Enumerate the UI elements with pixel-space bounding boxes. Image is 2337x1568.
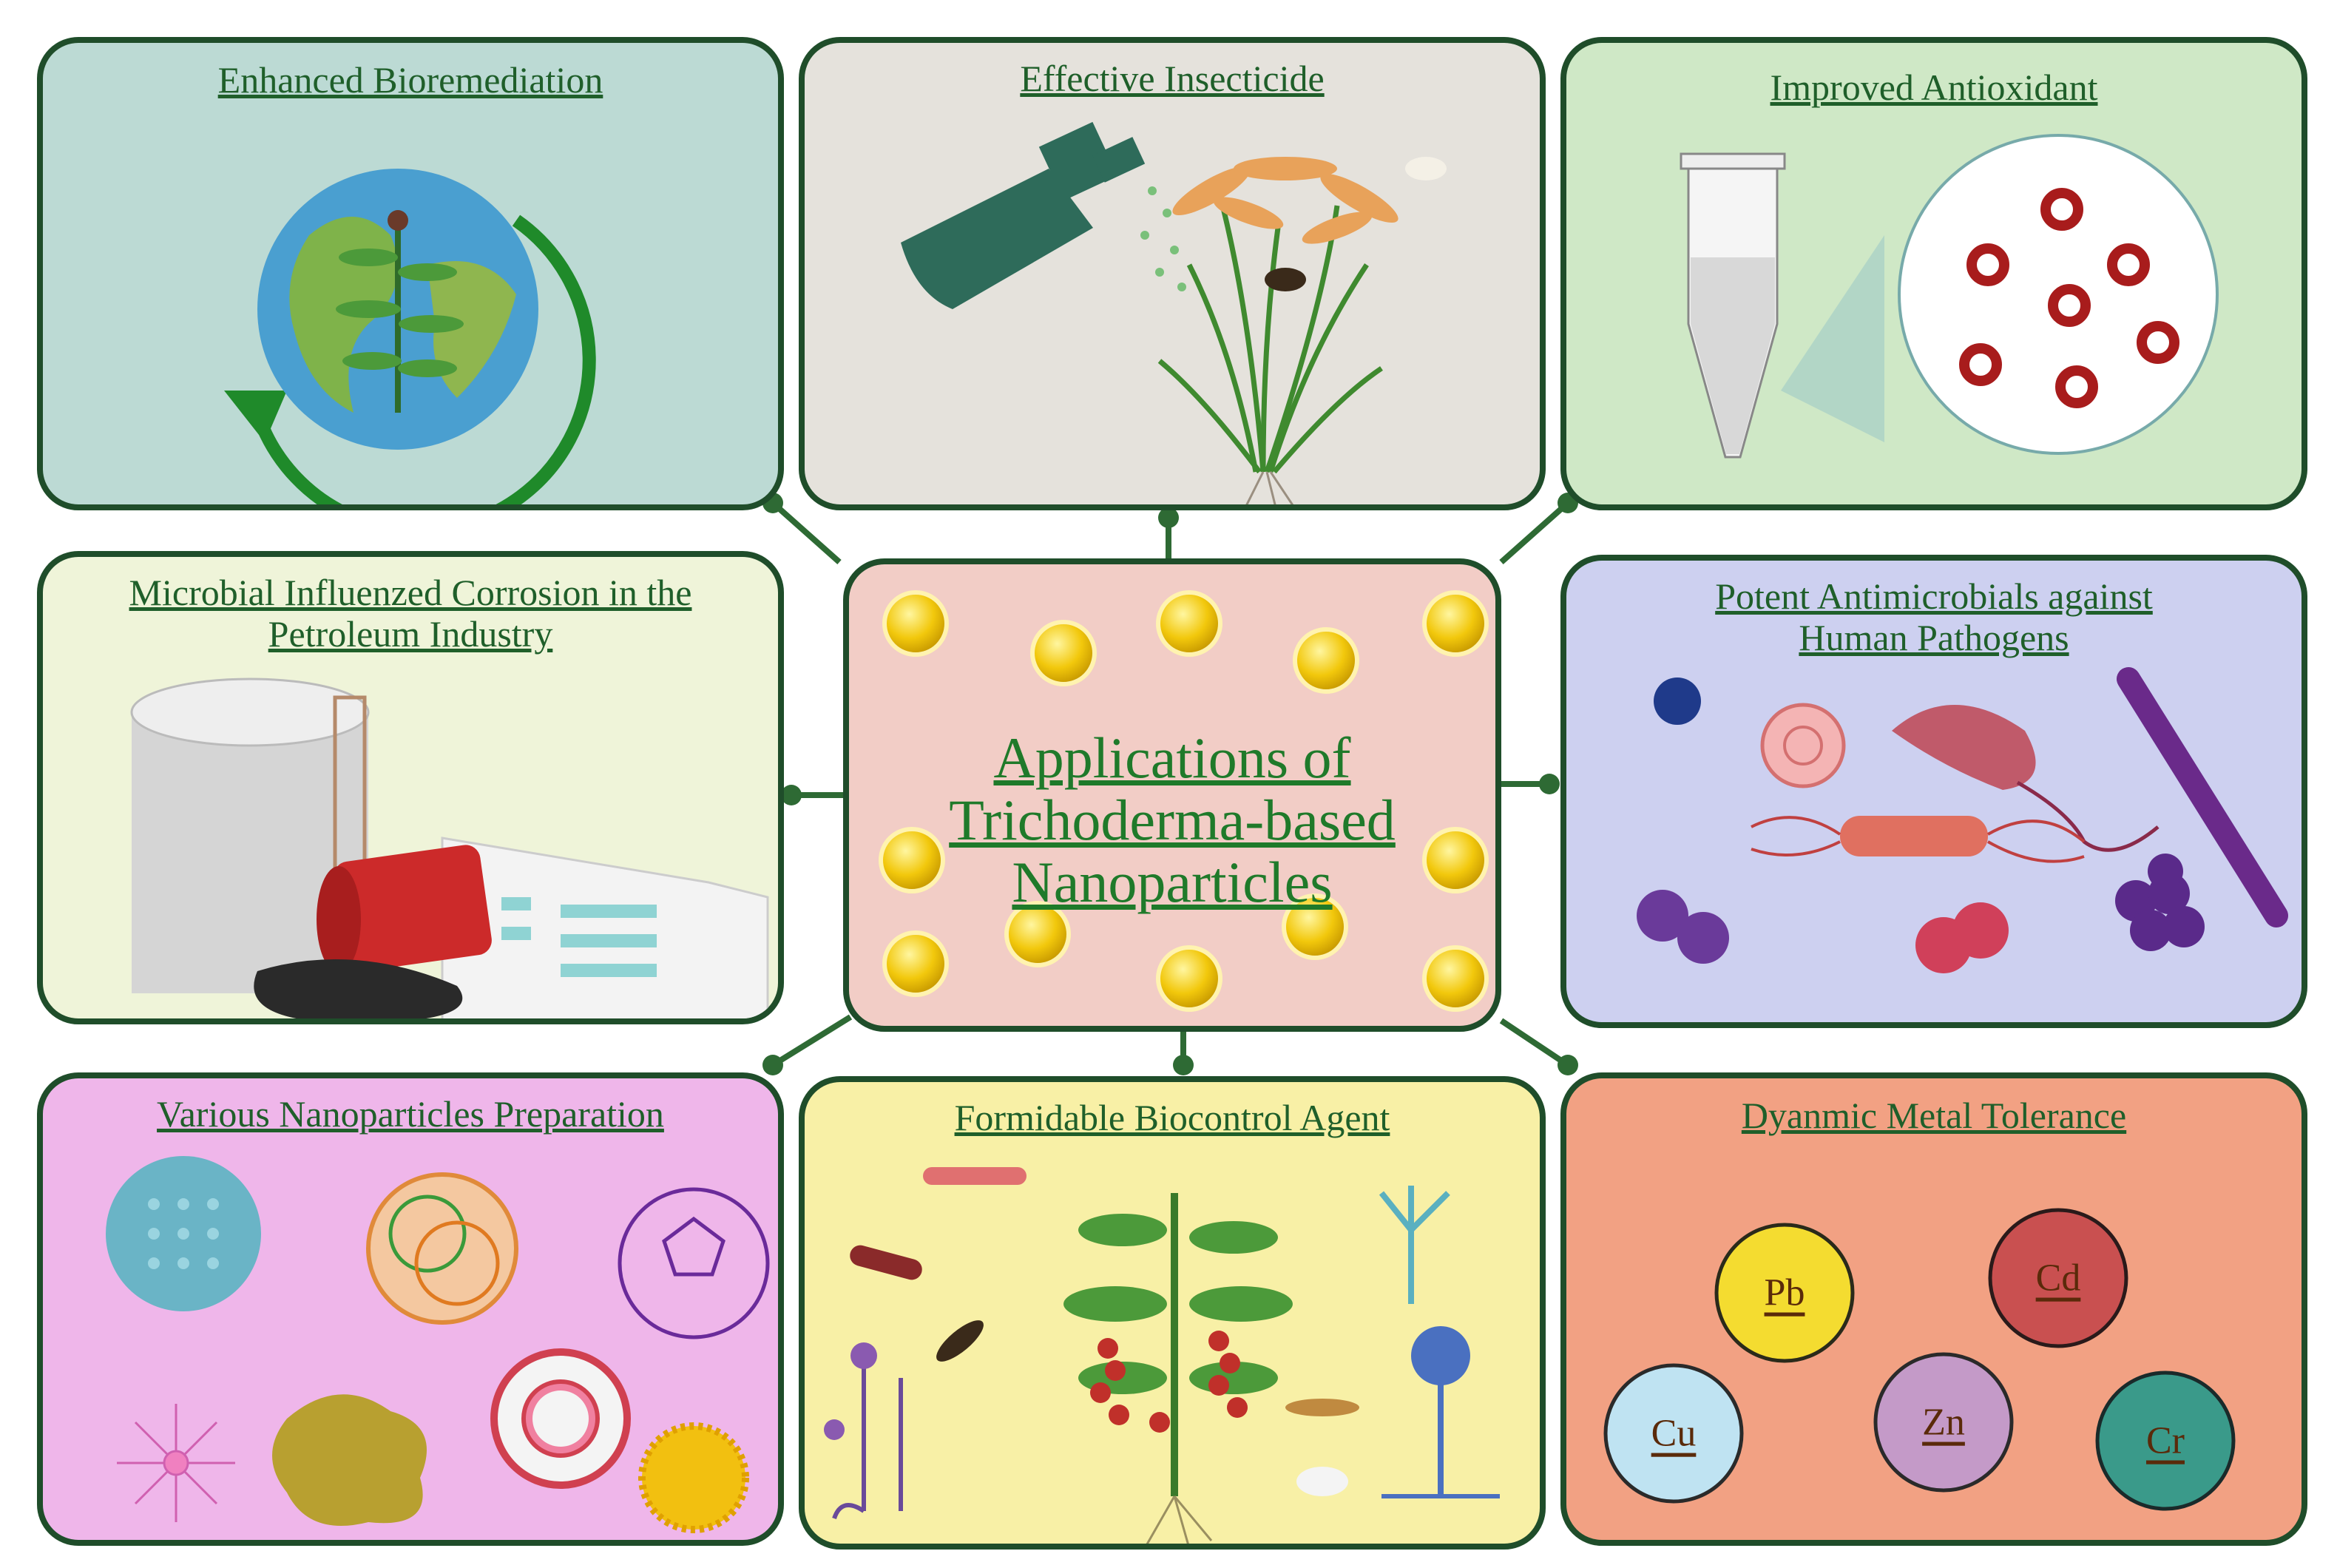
flagellated-bacterium-icon	[1751, 816, 2086, 863]
aspergillus-icon	[1381, 1326, 1500, 1498]
metal-pb: Pb	[1714, 1223, 1855, 1363]
metal-cr: Cr	[2095, 1371, 2236, 1511]
panel-antimicrobial: Potent Antimicrobials against Human Path…	[1560, 555, 2307, 1028]
panel-metal: Dyanmic Metal Tolerance Pb Cd Cu Zn Cr	[1560, 1072, 2307, 1546]
center-title-line-2: Trichoderma-based	[949, 788, 1396, 852]
nanoparticle-types-illustration	[106, 1156, 770, 1533]
spiky-nanoparticle-icon	[638, 1422, 749, 1533]
panel-title-line-2: Human Pathogens	[1799, 617, 2069, 658]
insect-icon	[936, 1320, 984, 1362]
coccus-icon	[1654, 677, 1701, 725]
metal-label-pb: Pb	[1765, 1272, 1805, 1314]
panel-antioxidant: Improved Antioxidant	[1560, 37, 2307, 510]
panel-title: Enhanced Bioremediation	[217, 59, 603, 101]
oil-spill	[254, 959, 463, 1018]
panel-title: Improved Antioxidant	[1770, 67, 2098, 108]
insect-icon	[1265, 268, 1306, 291]
panel-title: Formidable Biocontrol Agent	[954, 1097, 1390, 1138]
micelle-icon	[117, 1404, 235, 1522]
bacterium-icon	[923, 1167, 1027, 1185]
center-title-line-3: Nanoparticles	[1012, 850, 1333, 914]
panel-title: Effective Insecticide	[1020, 58, 1325, 99]
panel-biocontrol: Formidable Biocontrol Agent	[799, 1076, 1546, 1550]
panel-title: Dyanmic Metal Tolerance	[1741, 1095, 2127, 1136]
nanoparticle-icons	[879, 590, 1489, 1012]
panel-title-line-2: Petroleum Industry	[268, 613, 553, 655]
spray-bottle-icon	[901, 121, 1146, 309]
metal-label-cu: Cu	[1651, 1413, 1697, 1455]
center-title: Applications of Trichoderma-based Nanopa…	[849, 727, 1495, 913]
insect-icon	[1405, 157, 1447, 180]
filament-bacterium-icon	[2117, 667, 2288, 927]
spray-plant-illustration	[901, 121, 1447, 504]
tube-antioxidant-illustration	[1680, 134, 2219, 459]
dendrimer-icon	[272, 1394, 427, 1526]
metal-label-cr: Cr	[2146, 1420, 2185, 1462]
panel-title-line-1: Microbial Influenzed Corrosion in the	[129, 572, 692, 613]
panel-title: Various Nanoparticles Preparation	[157, 1093, 664, 1135]
liposome-icon	[490, 1348, 631, 1489]
biocontrol-illustration	[824, 1167, 1500, 1544]
center-title-line-1: Applications of	[993, 726, 1351, 790]
panel-bioremediation: Enhanced Bioremediation	[37, 37, 784, 510]
earth-recycle-illustration	[224, 169, 596, 504]
tomato-plant-icon	[1063, 1193, 1293, 1544]
test-tube-icon	[1680, 152, 1786, 459]
fullerene-icon	[618, 1187, 770, 1339]
fungus-icon	[832, 1363, 903, 1520]
polymer-nanoparticle-icon	[366, 1172, 518, 1325]
metal-label-zn: Zn	[1922, 1402, 1965, 1444]
antioxidant-molecules	[1959, 188, 2179, 408]
diplococcus-icon	[1637, 890, 1729, 964]
metal-zn: Zn	[1873, 1352, 2014, 1493]
cluster-bacteria-icon	[2115, 854, 2205, 951]
insect-icon	[1296, 1467, 1348, 1496]
nanoparticles-illustration	[879, 590, 1489, 1012]
bacillus-icon	[850, 1245, 922, 1280]
panel-insecticide: Effective Insecticide	[799, 37, 1546, 510]
mold-icon	[1379, 1186, 1450, 1304]
panel-corrosion: Microbial Influenzed Corrosion in the Pe…	[37, 551, 784, 1024]
metal-ions-illustration: Pb Cd Cu Zn Cr	[1603, 1208, 2236, 1511]
metal-label-cd: Cd	[2036, 1257, 2081, 1300]
metal-cu: Cu	[1603, 1363, 1744, 1504]
pathogens-illustration	[1637, 667, 2288, 973]
arrow-head-icon	[224, 391, 287, 442]
panel-center: Applications of Trichoderma-based Nanopa…	[843, 558, 1501, 1032]
barrel-icon	[317, 845, 492, 973]
metal-cd: Cd	[1988, 1208, 2128, 1348]
virus-icon	[1760, 703, 1846, 788]
panel-nanoprep: Various Nanoparticles Preparation	[37, 1072, 784, 1546]
insect-icon	[1285, 1399, 1359, 1416]
panel-title-line-1: Potent Antimicrobials against	[1715, 575, 2153, 617]
factory-building-icon	[441, 837, 769, 1018]
oil-tank-illustration	[130, 677, 769, 1018]
staph-icon	[1915, 902, 2009, 973]
